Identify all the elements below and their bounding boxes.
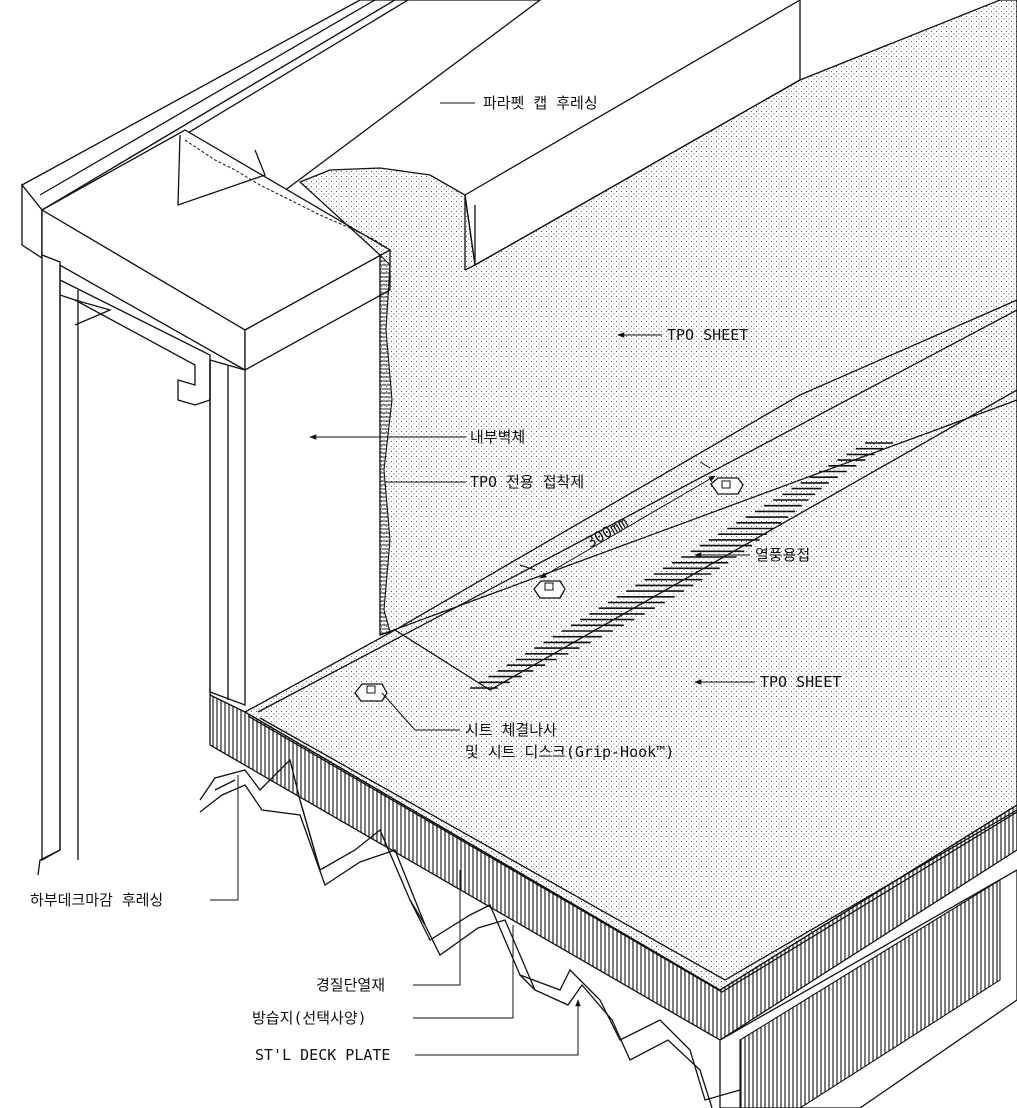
adhesive-strip bbox=[379, 253, 393, 636]
label-deck-plate: ST'L DECK PLATE bbox=[255, 1046, 390, 1064]
label-tpo-sheet-roof: TPO SHEET bbox=[760, 673, 841, 691]
fastener-disc-1 bbox=[710, 477, 744, 495]
fastener-disc-2 bbox=[533, 580, 566, 599]
label-inner-wall: 내부벽체 bbox=[470, 428, 525, 446]
label-lower-deck-flashing: 하부데크마감 후레싱 bbox=[30, 891, 163, 909]
label-vapor-barrier: 방습지(선택사양) bbox=[252, 1009, 367, 1027]
deck-plate bbox=[199, 758, 741, 1108]
label-fastener-2: 및 시트 디스크(Grip-Hook™) bbox=[465, 743, 674, 761]
label-tpo-adhesive: TPO 전용 접착제 bbox=[470, 473, 584, 491]
weld-lines bbox=[470, 442, 893, 689]
label-fastener-1: 시트 체결나사 bbox=[465, 721, 557, 739]
label-rigid-insulation: 경질단열재 bbox=[316, 976, 385, 994]
insulation-lower bbox=[739, 879, 1001, 1108]
insulation-band bbox=[209, 693, 1017, 1041]
label-parapet-cap: 파라펫 캡 후레싱 bbox=[483, 94, 598, 112]
label-hot-air-welding: 열풍용접 bbox=[755, 546, 810, 564]
inner-wall bbox=[37, 254, 246, 876]
label-tpo-sheet-wall: TPO SHEET bbox=[667, 326, 748, 344]
seam-line bbox=[394, 389, 1017, 691]
leader-lines bbox=[210, 102, 755, 1056]
fastener-disc-3 bbox=[354, 683, 388, 702]
